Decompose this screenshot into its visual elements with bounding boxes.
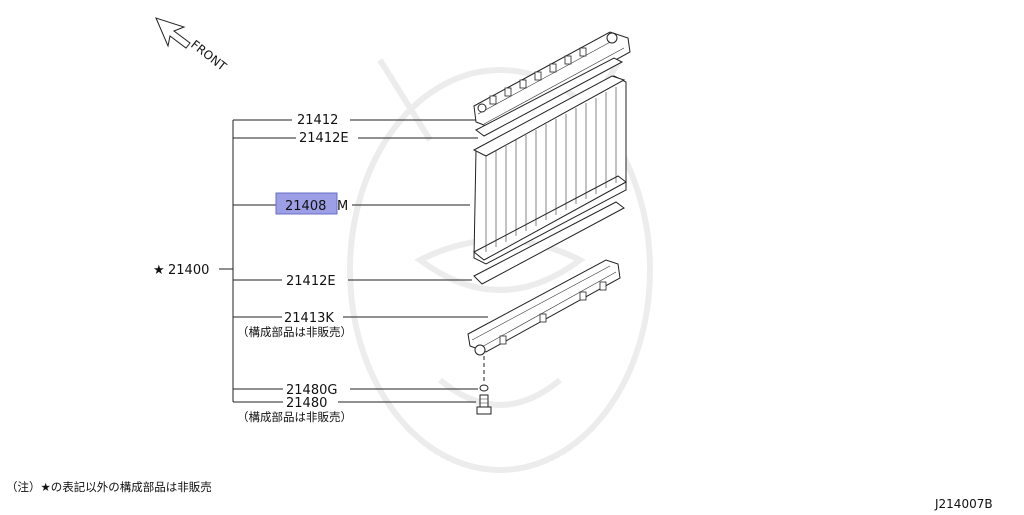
radiator-core bbox=[472, 75, 627, 265]
part-label-21408-suffix: M bbox=[337, 199, 348, 214]
drain-o-ring bbox=[479, 384, 489, 392]
part-label-21412e-bottom[interactable]: 21412E bbox=[286, 274, 336, 289]
radiator-upper-tank bbox=[473, 31, 631, 129]
gasket-upper bbox=[475, 57, 624, 137]
front-label: FRONT bbox=[188, 37, 229, 74]
part-note-21413k: （構成部品は非販売） bbox=[237, 325, 352, 339]
radiator-lower-tank bbox=[467, 259, 621, 356]
figure-code: J214007B bbox=[934, 497, 993, 511]
part-label-21412e-top[interactable]: 21412E bbox=[299, 131, 349, 146]
assembly-number: 21400 bbox=[168, 263, 209, 278]
part-label-21480g[interactable]: 21480G bbox=[286, 383, 337, 398]
assembly-star-icon: ★ bbox=[153, 263, 165, 278]
footnote: （注）★の表記以外の構成部品は非販売 bbox=[6, 480, 212, 494]
part-label-21413k[interactable]: 21413K bbox=[284, 311, 334, 326]
front-arrow-icon bbox=[155, 17, 191, 49]
part-note-21480: （構成部品は非販売） bbox=[237, 410, 352, 424]
part-label-21408[interactable]: 21408 bbox=[285, 199, 326, 214]
bracket-lines bbox=[219, 119, 296, 403]
leader-lines bbox=[338, 119, 488, 403]
part-label-21412[interactable]: 21412 bbox=[297, 113, 338, 128]
drain-plug bbox=[476, 394, 492, 415]
gasket-lower bbox=[473, 201, 625, 285]
part-label-21480[interactable]: 21480 bbox=[286, 396, 327, 411]
part-highlight bbox=[275, 192, 338, 215]
